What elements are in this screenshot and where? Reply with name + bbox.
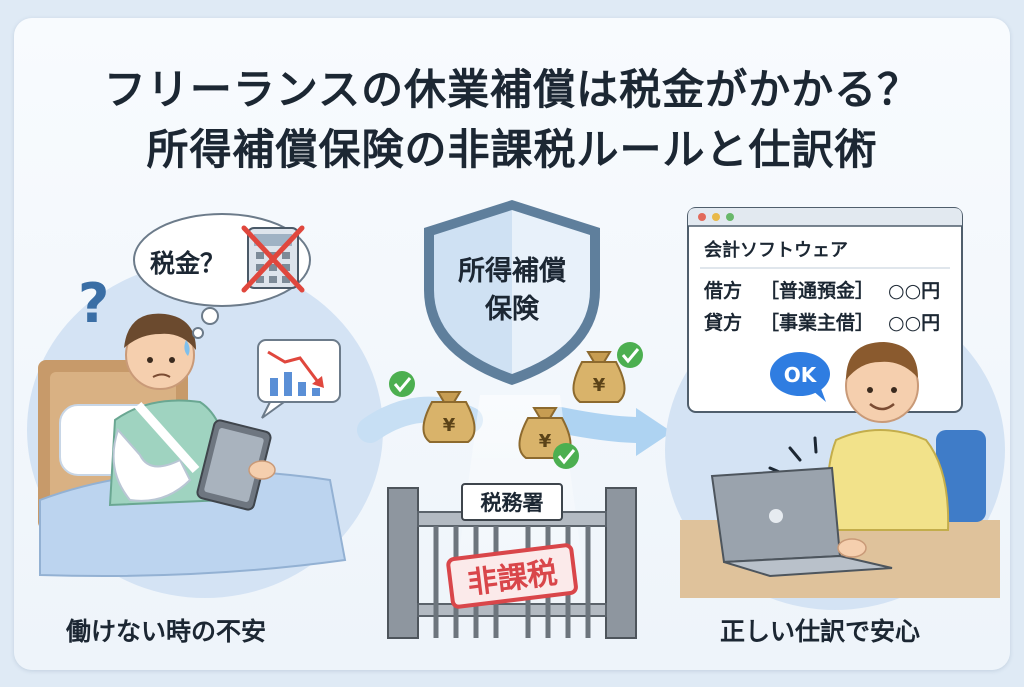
window-maximize-dot [726,213,734,221]
falling-chart-bubble [257,339,341,419]
arm-sling [112,428,192,502]
debit-amount: ○○円 [888,280,940,302]
yen-symbol: ¥ [593,375,606,396]
debit-label: 借方 [703,279,742,302]
flow-arrow-right-head [636,408,672,456]
yen-symbol: ¥ [539,431,552,452]
gate-sign [461,483,563,521]
check-icon [553,443,579,469]
window-minimize-dot [712,213,720,221]
worker-shirt [826,429,950,531]
ok-bubble: OK [770,352,830,402]
money-bag-3: ¥ [572,351,626,403]
calculator-crossed-icon [241,225,305,293]
check-icon [617,342,643,368]
window-close-dot [698,213,706,221]
right-scene: 会計ソフトウェア 借方 ［普通預金］ ○○円 貸方 ［事業主借］ ○○円 OK [665,207,1005,610]
title-line-1: フリーランスの休業補償は税金がかかる？ [103,65,921,114]
money-bag-1: ¥ [422,391,476,443]
laptop [710,466,893,578]
left-caption: 働けない時の不安 [66,617,267,646]
shield-label-line2: 保険 [484,294,540,325]
sweat-drop [184,340,190,356]
chair-back [936,430,986,522]
credit-account: ［事業主借］ [760,311,874,334]
ok-text: OK [784,363,818,387]
question-mark: ? [78,272,109,335]
left-scene: ? 税金？ [27,213,383,598]
debit-account: ［普通預金］ [760,279,874,302]
patient-hair [124,313,196,350]
accounting-software-window: 会計ソフトウェア 借方 ［普通預金］ ○○円 貸方 ［事業主借］ ○○円 OK [687,207,963,413]
right-caption: 正しい仕訳で安心 [720,617,921,646]
yen-symbol: ¥ [443,415,456,436]
shield-label-line1: 所得補償 [458,256,566,287]
gate-sign-text: 税務署 [481,491,544,515]
title-line-2: 所得補償保険の非課税ルールと仕訳術 [146,125,878,174]
insurance-shield: 所得補償 保険 [424,200,600,385]
worker-hair [846,342,918,380]
credit-amount: ○○円 [888,312,940,334]
credit-label: 貸方 [703,311,742,334]
window-title: 会計ソフトウェア [704,239,848,261]
tax-exempt-stamp: 非課税 [446,543,578,609]
check-icon [389,371,415,397]
flow-arrow-right [547,407,653,443]
thought-text: 税金？ [150,249,225,278]
tax-office-gate: 税務署 非課税 [387,483,637,639]
